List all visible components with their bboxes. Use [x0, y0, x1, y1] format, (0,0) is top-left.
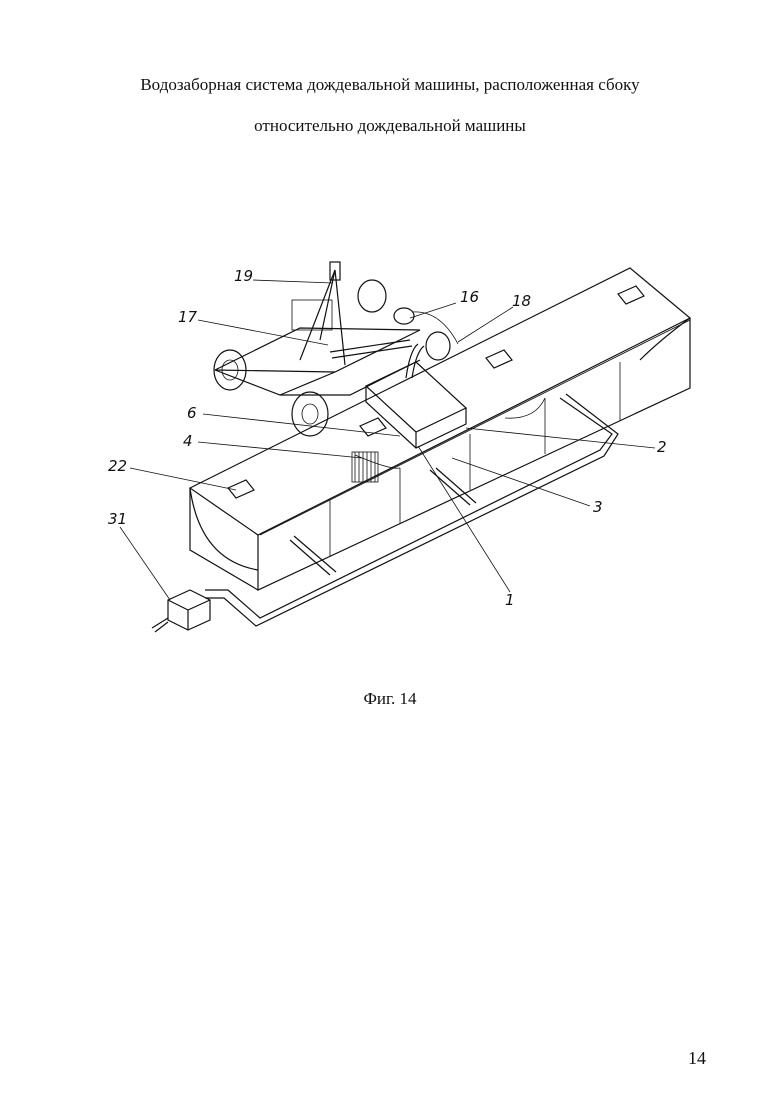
label-22: 22 [108, 457, 127, 475]
label-6: 6 [187, 404, 197, 422]
water-channel [190, 268, 690, 590]
label-2: 2 [657, 438, 667, 456]
pump-unit [152, 590, 210, 632]
intake-box [366, 344, 466, 448]
figure-caption: Фиг. 14 [0, 689, 780, 709]
supply-pipe [205, 394, 618, 626]
label-19: 19 [234, 267, 253, 285]
label-3: 3 [593, 498, 603, 516]
label-18: 18 [512, 292, 531, 310]
label-4: 4 [183, 432, 193, 450]
label-16: 16 [460, 288, 479, 306]
label-17: 17 [178, 308, 198, 326]
label-1: 1 [505, 591, 515, 609]
leader-lines [120, 280, 655, 600]
label-31: 31 [108, 510, 127, 528]
page-number: 14 [688, 1048, 706, 1069]
